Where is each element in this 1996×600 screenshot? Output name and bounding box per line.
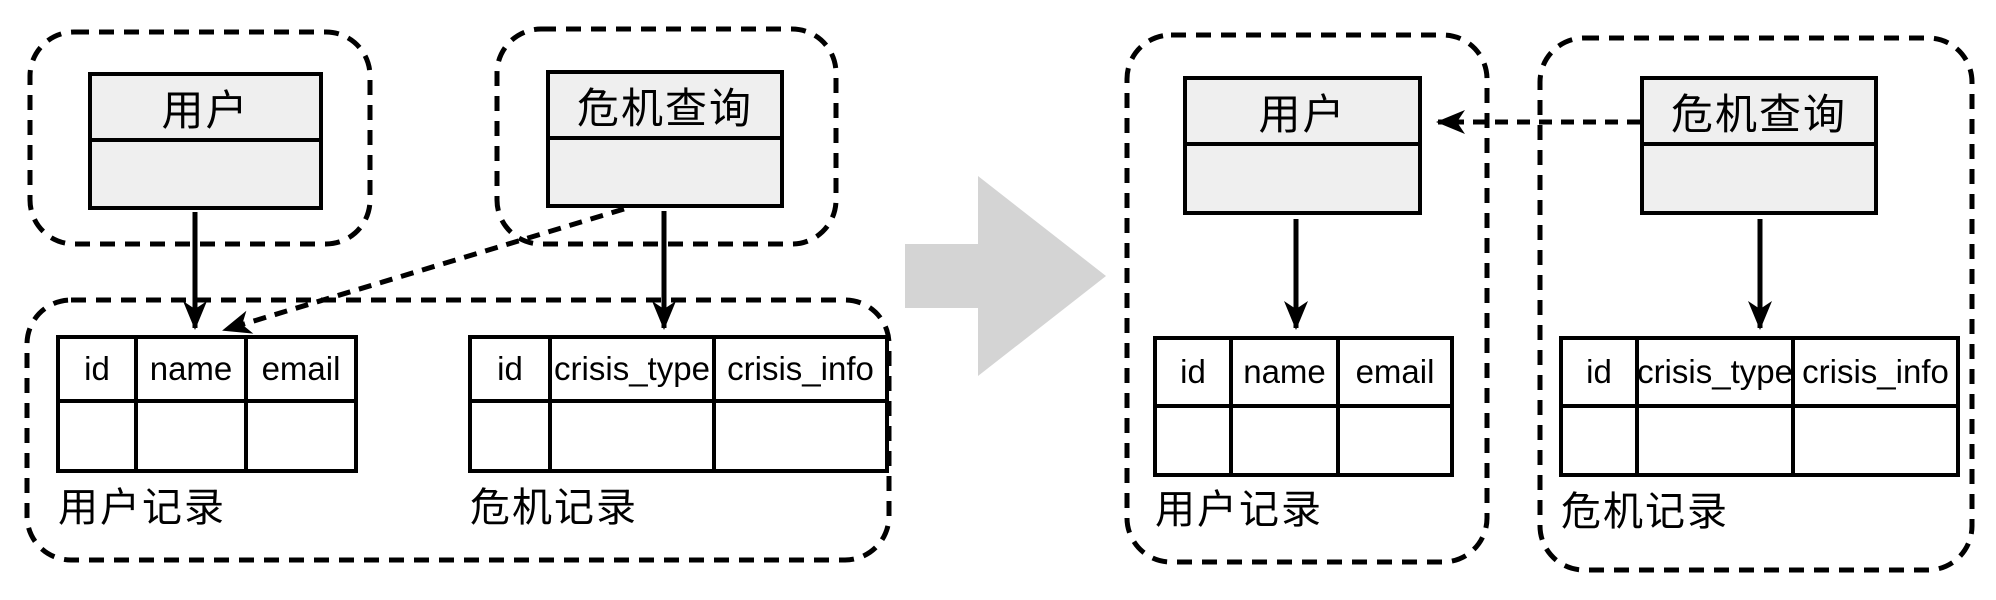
column-header: crisis_info [1795,340,1956,408]
group-before-crisis-class [494,26,839,247]
table-caption-crisis-after: 危机记录 [1561,490,1729,534]
group-before-user-class [27,29,373,247]
empty-cell [1340,408,1450,473]
empty-cell [552,403,716,469]
class-box-user-before: 用户 [88,72,323,210]
class-box-crisis-before: 危机查询 [546,70,784,208]
empty-cell [138,403,248,469]
class-box-crisis-after: 危机查询 [1640,76,1878,215]
column-header: crisis_type [1639,340,1795,408]
class-title-crisis-after: 危机查询 [1644,80,1874,146]
class-box-user-after: 用户 [1183,76,1422,215]
column-header: crisis_type [552,339,716,403]
column-header: id [472,339,552,403]
empty-cell [1639,408,1795,473]
group-after-user [1124,32,1490,565]
class-title-crisis-before: 危机查询 [550,74,780,140]
column-header: name [138,339,248,403]
group-after-crisis [1537,35,1975,573]
table-crisis-records-before: id crisis_type crisis_info [468,335,889,473]
column-header: id [60,339,138,403]
arrow-before-crisis-to-user-table-dashed [222,206,625,334]
table-user-records-after: id name email [1153,336,1454,477]
table-caption-crisis-before: 危机记录 [470,486,638,530]
empty-cell [716,403,885,469]
empty-cell [1233,408,1340,473]
class-body-user-after [1187,146,1418,211]
transform-arrow-icon [905,176,1106,376]
column-header: email [248,339,354,403]
class-title-user-after: 用户 [1187,80,1418,146]
class-body-crisis-before [550,140,780,204]
class-body-user-before [92,142,319,206]
column-header: id [1563,340,1639,408]
class-body-crisis-after [1644,146,1874,211]
column-header: name [1233,340,1340,408]
empty-cell [248,403,354,469]
table-caption-user-before: 用户记录 [58,486,226,530]
table-crisis-records-after: id crisis_type crisis_info [1559,336,1960,477]
empty-cell [1563,408,1639,473]
group-before-database [24,297,892,563]
table-caption-user-after: 用户记录 [1155,488,1323,532]
empty-cell [60,403,138,469]
column-header: crisis_info [716,339,885,403]
column-header: id [1157,340,1233,408]
empty-cell [1157,408,1233,473]
empty-cell [1795,408,1956,473]
column-header: email [1340,340,1450,408]
empty-cell [472,403,552,469]
class-title-user-before: 用户 [92,76,319,142]
table-user-records-before: id name email [56,335,358,473]
